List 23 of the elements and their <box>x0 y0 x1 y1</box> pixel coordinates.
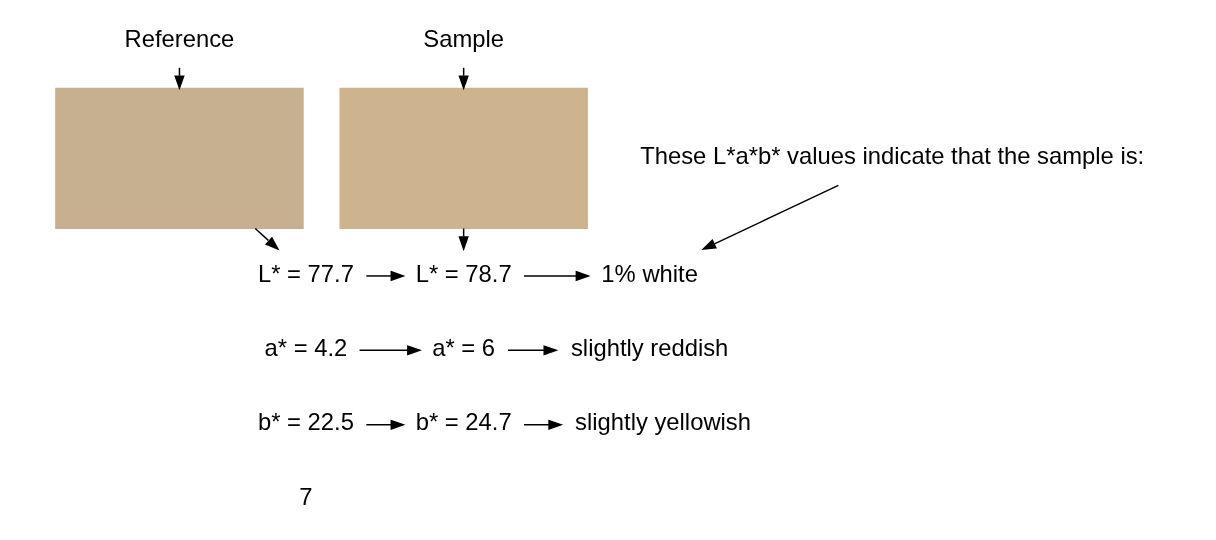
arrow <box>365 419 406 430</box>
node-text: a* = 6 <box>432 334 496 362</box>
arrow <box>523 270 591 282</box>
node-text: 1% white <box>601 259 698 287</box>
node-text: Sample <box>423 24 505 52</box>
node-text: b* = 22.5 <box>257 408 354 436</box>
node-box <box>339 87 588 230</box>
arrow <box>365 270 406 282</box>
node-text: a* = 4.2 <box>264 334 348 362</box>
label: 7 <box>299 482 313 510</box>
arrow <box>523 419 564 430</box>
node-text: slightly reddish <box>570 334 729 362</box>
node-text: Reference <box>124 24 235 52</box>
arrow <box>507 345 559 356</box>
arrow <box>358 345 422 356</box>
node-text: slightly yellowish <box>575 408 752 436</box>
node-text: b* = 24.7 <box>415 408 512 436</box>
arrow <box>701 184 840 251</box>
node-box <box>55 87 304 230</box>
node-text: L* = 78.7 <box>415 259 512 287</box>
arrow <box>254 227 280 251</box>
node-text: L* = 77.7 <box>257 259 354 287</box>
node-text: These L*a*b* values indicate that the sample is: <box>640 142 1145 170</box>
